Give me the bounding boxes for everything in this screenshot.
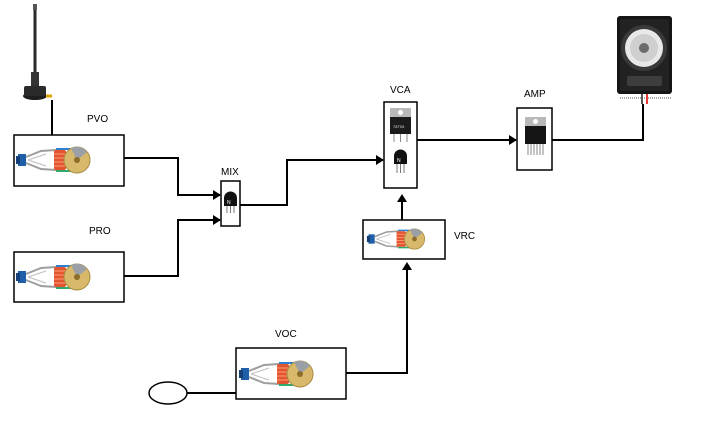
loop-antenna-icon: [148, 381, 188, 405]
amp-block: [516, 107, 553, 171]
arrowheads: [213, 135, 517, 270]
wire-voc-vrc: [346, 264, 408, 374]
arrow-into-mix-top: [213, 190, 221, 200]
amplifier-chip-icon: [525, 117, 546, 155]
speaker-icon: [617, 16, 672, 104]
svg-text:N: N: [227, 200, 231, 206]
wires: [51, 100, 644, 394]
vca-block: 78T05 N: [383, 101, 418, 189]
transistor-icon: N: [224, 191, 237, 213]
voc-label: VOC: [275, 329, 297, 340]
svg-text:78T05: 78T05: [393, 124, 405, 129]
vrc-label: VRC: [454, 231, 475, 242]
svg-text:N: N: [397, 158, 401, 164]
voc-block: [235, 347, 347, 400]
wire-pvo-mix: [124, 157, 220, 196]
wire-mix-vca: [240, 159, 383, 206]
mix-block: N: [220, 180, 241, 227]
arrow-into-mix-bottom: [213, 215, 221, 225]
vca-label: VCA: [390, 85, 411, 96]
mix-label: MIX: [221, 167, 239, 178]
pvo-label: PVO: [87, 114, 108, 125]
voltage-regulator-icon: 78T05: [390, 108, 411, 142]
pvo-block: [13, 134, 125, 187]
arrow-into-amp: [509, 135, 517, 145]
amp-label: AMP: [524, 89, 546, 100]
vrc-block: [362, 219, 446, 260]
arrow-into-vrc: [402, 262, 412, 270]
wire-amp-speaker: [552, 104, 644, 141]
wire-pro-mix: [124, 219, 220, 277]
transistor-icon: N: [394, 149, 407, 173]
pro-block: [13, 251, 125, 303]
arrow-into-vca-bottom: [397, 194, 407, 202]
pro-label: PRO: [89, 226, 111, 237]
arrow-into-vca: [376, 155, 384, 165]
antenna-icon: [23, 4, 52, 100]
